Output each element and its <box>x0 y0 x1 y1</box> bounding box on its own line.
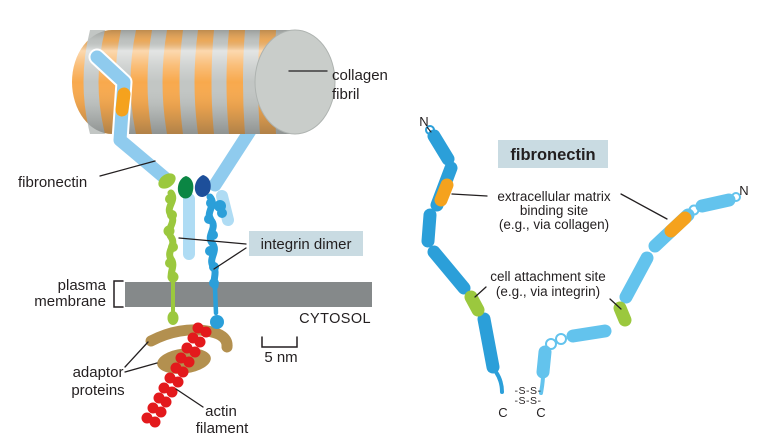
labels: fibronectin collagen fibril integrin dim… <box>18 67 749 437</box>
actin-bead <box>181 342 193 354</box>
integrin-head-dark-green <box>177 176 194 199</box>
actin-filament <box>141 322 212 428</box>
actin-bead <box>187 332 199 344</box>
integrin-head-light-green <box>158 173 176 189</box>
actin-bead <box>192 322 204 334</box>
panel-left-cell-surface <box>72 29 372 428</box>
leader-integrin-2 <box>213 247 247 270</box>
fibronectin-chain-dark <box>421 125 504 394</box>
leader-cell-left <box>474 286 487 298</box>
actin-label-line2: filament <box>196 420 249 437</box>
ecm-binding-site-right <box>664 211 692 238</box>
actin-bead <box>153 392 165 404</box>
leader-fibronectin <box>99 160 156 177</box>
chain-c-tail <box>539 373 545 395</box>
plasma-membrane-bracket <box>113 280 124 308</box>
annotation-lines <box>99 70 668 408</box>
actin-bead <box>164 372 176 384</box>
chain-c-tail <box>494 370 504 394</box>
integrin-subunit-beta <box>204 193 227 316</box>
leader-ecm-right <box>620 193 668 220</box>
adaptor-label-line2: proteins <box>71 382 124 399</box>
leader-n-left <box>426 126 432 133</box>
actin-bead <box>170 362 182 374</box>
integrin-head-navy <box>194 175 211 197</box>
ecm-label-line2: binding site <box>520 203 588 218</box>
plasma-membrane-bar <box>125 282 372 307</box>
panel-right-fibronectin-molecule <box>421 125 741 395</box>
actin-bead <box>175 352 187 364</box>
cytosol-label: CYTOSOL <box>299 311 371 327</box>
n-terminus-left: N <box>419 114 428 129</box>
n-terminus-right: N <box>739 183 748 198</box>
plasma-membrane-label-line1: plasma <box>58 277 107 294</box>
integrin-subunit-alpha <box>163 189 179 325</box>
actin-label-line1: actin <box>205 403 237 420</box>
actin-bead <box>158 382 170 394</box>
chain-nub <box>731 192 741 202</box>
leader-actin <box>175 388 204 408</box>
chain-joint <box>688 204 700 216</box>
fibronectin-label: fibronectin <box>18 174 87 191</box>
matrix-binding-site-on-arm <box>115 87 131 117</box>
collagen-end-cap <box>254 29 336 135</box>
actin-bead <box>141 412 153 424</box>
fibronectin-title-bg <box>498 140 608 168</box>
collagen-label-line1: collagen <box>332 67 388 84</box>
chain-joint <box>555 333 567 345</box>
chain-joint <box>545 338 557 350</box>
cell-attachment-site-left <box>464 290 485 317</box>
cell-site-label-line1: cell attachment site <box>490 269 606 284</box>
adaptor-label-line1: adaptor <box>73 364 124 381</box>
leader-adaptor-1 <box>124 341 149 368</box>
collagen-label-line2: fibril <box>332 86 360 103</box>
scale-bar-label: 5 nm <box>264 349 297 366</box>
scale-bar-bracket <box>261 336 298 348</box>
c-terminus-right: C <box>536 405 545 420</box>
leader-cell-right <box>609 298 622 310</box>
integrin-dimer-label: integrin dimer <box>261 236 352 253</box>
disulfide-label-row2: -S-S- <box>515 395 542 407</box>
fibronectin-title: fibronectin <box>510 146 595 164</box>
c-terminus-left: C <box>498 405 507 420</box>
integrin-alpha-cytoplasmic-end <box>167 311 179 325</box>
ecm-label-line3: (e.g., via collagen) <box>499 217 609 232</box>
disulfide-label-row1: -S-S- <box>515 385 542 397</box>
actin-bead <box>147 402 159 414</box>
cell-site-label-line2: (e.g., via integrin) <box>496 284 600 299</box>
integrin-beta-cytoplasmic-end <box>210 315 224 329</box>
integrin-beta-transmembrane <box>212 285 219 316</box>
ecm-binding-site-left <box>434 178 454 207</box>
integrin-dimer-label-bg <box>249 231 363 256</box>
leader-ecm-left <box>451 193 488 197</box>
cell-attachment-site-right <box>613 301 632 327</box>
leader-integrin-1 <box>178 237 247 245</box>
collagen-fibril <box>72 29 336 135</box>
ecm-label-line1: extracellular matrix <box>497 189 611 204</box>
leader-adaptor-2 <box>124 362 158 373</box>
plasma-membrane-label-line2: membrane <box>34 293 106 310</box>
